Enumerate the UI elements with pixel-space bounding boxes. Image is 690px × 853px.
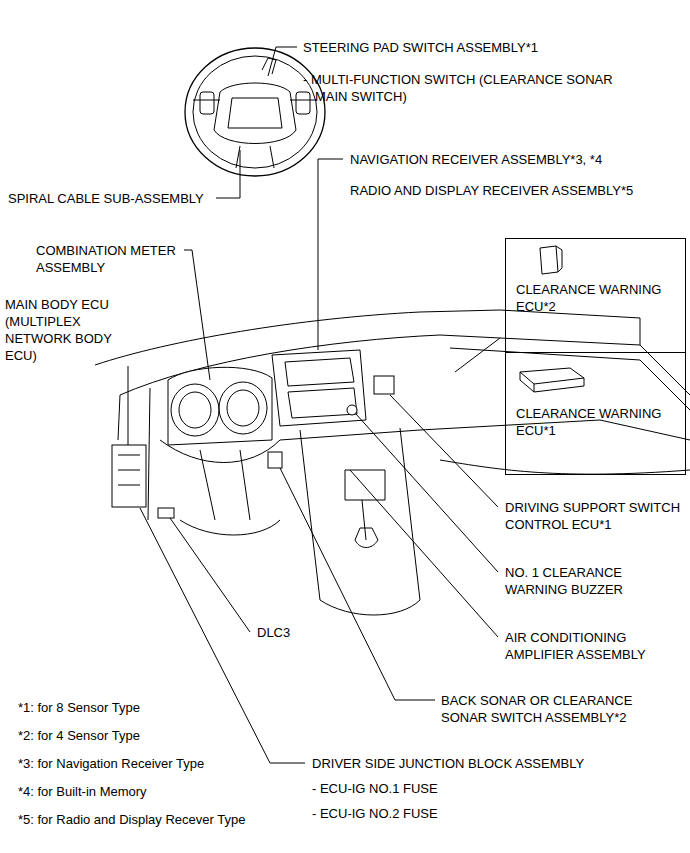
part-label: MAIN BODY ECU (MULTIPLEX NETWORK BODY EC… [5,296,117,364]
part-label: *3: for Navigation Receiver Type [18,755,288,772]
sonar-switch [268,452,282,468]
driving-support-ecu [374,376,394,394]
panel-label: CLEARANCE WARNING ECU*2 [516,281,675,315]
part-label: - ECU-IG NO.1 FUSE [312,780,652,797]
part-label: - MULTI-FUNCTION SWITCH (CLEARANCE SONAR… [303,71,615,105]
buzzer [347,405,357,415]
part-label: AIR CONDITIONING AMPLIFIER ASSEMBLY [505,629,687,663]
part-label: NAVIGATION RECEIVER ASSEMBLY*3, *4 [350,151,680,168]
dashboard-outline [95,310,690,615]
inset-panel: CLEARANCE WARNING ECU*2 [505,238,686,353]
steering-wheel [185,48,325,176]
part-label: *2: for 4 Sensor Type [18,727,288,744]
ecu-icons [520,246,584,392]
part-label: DLC3 [257,624,317,641]
part-label: NO. 1 CLEARANCE WARNING BUZZER [505,564,687,598]
part-label: *1: for 8 Sensor Type [18,699,288,716]
part-label: DRIVING SUPPORT SWITCH CONTROL ECU*1 [505,499,687,533]
part-label: COMBINATION METER ASSEMBLY [36,242,186,276]
ecu-detail [118,455,140,485]
part-label: STEERING PAD SWITCH ASSEMBLY*1 [303,39,633,56]
part-label: *4: for Built-in Memory [18,783,288,800]
combination-meter [168,367,272,445]
part-label: DRIVER SIDE JUNCTION BLOCK ASSEMBLY [312,755,652,772]
part-label: - ECU-IG NO.2 FUSE [312,805,652,822]
part-label: *5: for Radio and Display Recever Type [18,811,298,828]
inset-panel: CLEARANCE WARNING ECU*1 [505,352,686,475]
dlc3-connector [158,508,174,518]
part-label: RADIO AND DISPLAY RECEIVER ASSEMBLY*5 [350,182,680,199]
panel-label: CLEARANCE WARNING ECU*1 [516,405,675,439]
navigation-receiver [272,350,366,426]
main-body-ecu [112,445,146,507]
part-label: BACK SONAR OR CLEARANCE SONAR SWITCH ASS… [441,692,661,726]
part-label: SPIRAL CABLE SUB-ASSEMBLY [8,190,238,207]
